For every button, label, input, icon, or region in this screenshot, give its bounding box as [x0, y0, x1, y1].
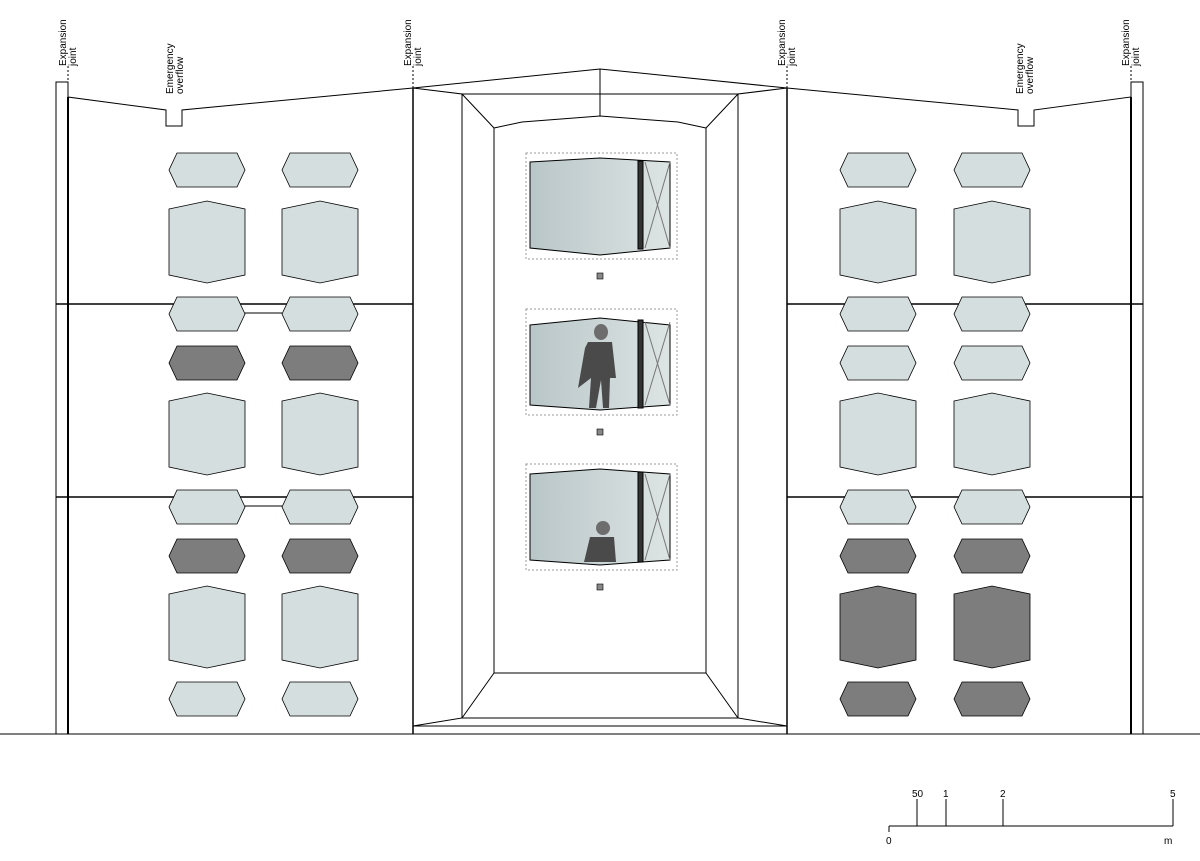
solid-panel [168, 538, 246, 574]
window-panel [168, 585, 246, 669]
solid-panel [281, 538, 359, 574]
svg-text:joint: joint [1131, 47, 1142, 67]
solid-panel [953, 538, 1031, 574]
bay-window-3 [525, 463, 678, 571]
window-panel [281, 392, 359, 476]
expansion-joint-label-2: Expansion joint [403, 19, 424, 67]
scale-tick-2: 2 [1000, 789, 1006, 800]
svg-text:Emergency: Emergency [1015, 43, 1026, 94]
person-figure [584, 521, 616, 562]
emergency-overflow-label-1: Emergency overflow [165, 43, 186, 94]
window-panel [281, 152, 359, 188]
vent-marker [596, 428, 604, 436]
solid-panel [168, 345, 246, 381]
svg-text:Expansion: Expansion [58, 19, 69, 66]
svg-text:overflow: overflow [175, 56, 186, 94]
svg-text:Emergency: Emergency [165, 43, 176, 94]
svg-text:Expansion: Expansion [777, 19, 788, 66]
window-panel [839, 392, 917, 476]
svg-text:overflow: overflow [1025, 56, 1036, 94]
window-panel [168, 296, 246, 332]
emergency-overflow-label-2: Emergency overflow [1015, 43, 1036, 94]
window-panel [281, 296, 359, 332]
window-panel [281, 585, 359, 669]
scale-tick-5: 5 [1170, 789, 1176, 800]
solid-panel [953, 681, 1031, 717]
solid-panel [953, 585, 1031, 669]
window-panel [281, 681, 359, 717]
bay-window-1 [525, 152, 678, 260]
person-figure [578, 324, 616, 408]
bay-window-2 [525, 308, 678, 416]
window-panel [953, 296, 1031, 332]
window-panel [839, 489, 917, 525]
svg-text:joint: joint [68, 47, 79, 67]
expansion-joint-label-3: Expansion joint [777, 19, 798, 67]
left-window-group [168, 152, 359, 717]
right-window-group [839, 152, 1031, 717]
window-panel [281, 489, 359, 525]
svg-text:joint: joint [413, 47, 424, 67]
scale-tick-50: 50 [912, 789, 924, 800]
scale-unit: m [1164, 836, 1172, 847]
central-bay [412, 68, 788, 727]
window-panel [168, 681, 246, 717]
vent-marker [596, 583, 604, 591]
window-panel [281, 200, 359, 284]
solid-panel [839, 585, 917, 669]
window-panel [953, 200, 1031, 284]
window-panel [168, 392, 246, 476]
window-panel [953, 392, 1031, 476]
solid-panel [839, 681, 917, 717]
window-panel [839, 152, 917, 188]
svg-text:joint: joint [787, 47, 798, 67]
vent-marker [596, 272, 604, 280]
window-panel [953, 345, 1031, 381]
window-panel [839, 296, 917, 332]
solid-panel [281, 345, 359, 381]
window-panel [953, 152, 1031, 188]
scale-tick-1: 1 [943, 789, 949, 800]
svg-text:Expansion: Expansion [403, 19, 414, 66]
window-panel [168, 200, 246, 284]
window-panel [839, 200, 917, 284]
window-panel [168, 152, 246, 188]
svg-text:Expansion: Expansion [1121, 19, 1132, 66]
scale-zero: 0 [886, 836, 892, 847]
window-panel [953, 489, 1031, 525]
expansion-joint-label-1: Expansion joint [58, 19, 79, 67]
expansion-joint-label-4: Expansion joint [1121, 19, 1142, 67]
scale-bar [888, 799, 1174, 832]
solid-panel [839, 538, 917, 574]
window-panel [168, 489, 246, 525]
window-panel [839, 345, 917, 381]
